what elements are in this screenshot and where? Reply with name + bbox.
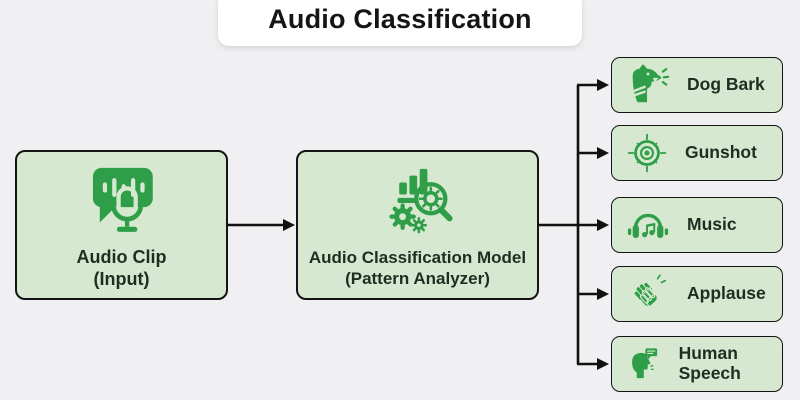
output-label: Music	[687, 214, 737, 235]
node-output-music: Music	[611, 197, 783, 253]
input-node-label: Audio Clip	[76, 247, 167, 268]
output-label: Applause	[687, 283, 766, 304]
audio-clip-mic-icon	[92, 167, 153, 232]
node-output-gunshot: Gunshot	[611, 125, 783, 181]
output-label: Gunshot	[685, 142, 757, 163]
node-output-applause: Applause	[611, 266, 783, 322]
model-node-sublabel: (Pattern Analyzer)	[345, 269, 490, 288]
headphones-note-icon	[627, 213, 669, 238]
node-classification-model: Audio Classification Model (Pattern Anal…	[296, 150, 539, 300]
node-output-dog-bark: Dog Bark	[611, 57, 783, 113]
output-label: Dog Bark	[687, 74, 765, 95]
input-node-sublabel: (Input)	[93, 269, 150, 289]
speaking-head-icon	[632, 348, 658, 379]
clapping-hands-icon	[634, 274, 667, 310]
node-audio-clip-input: Audio Clip (Input)	[15, 150, 228, 300]
output-label: Human Speech	[678, 343, 741, 383]
diagram-title-box: Audio Classification	[218, 0, 582, 46]
node-output-human-speech: Human Speech	[611, 336, 783, 392]
crosshair-target-icon	[627, 133, 667, 173]
chart-magnifier-gears-icon	[388, 169, 453, 234]
page-title: Audio Classification	[268, 4, 532, 34]
model-node-label: Audio Classification Model	[308, 248, 527, 268]
dog-bark-icon	[632, 64, 670, 103]
